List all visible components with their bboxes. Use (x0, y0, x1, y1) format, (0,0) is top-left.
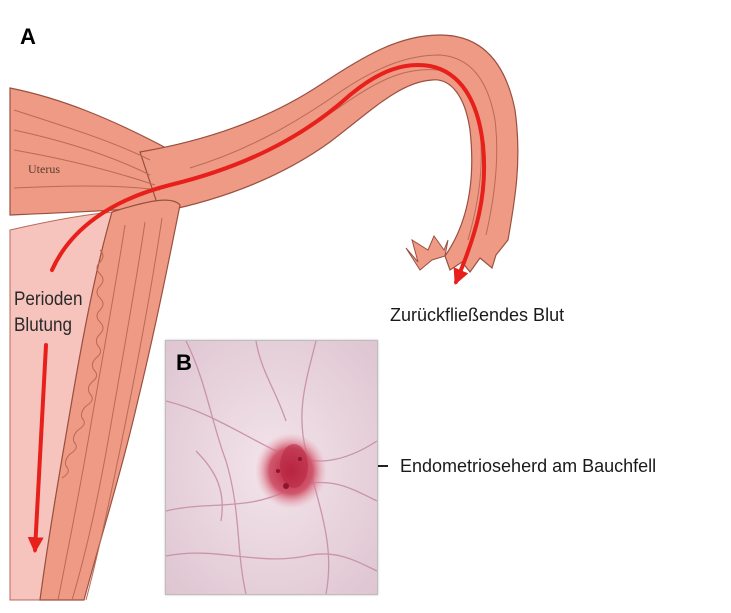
peritoneum-photo (165, 340, 378, 595)
period-label-line1: Perioden (14, 287, 82, 313)
panel-a-letter: A (20, 24, 36, 50)
panel-b-letter: B (176, 350, 192, 376)
reflux-blood-label: Zurückfließendes Blut (390, 305, 564, 326)
lesion-label: Endometrioseherd am Bauchfell (400, 456, 656, 477)
period-label-line2: Blutung (14, 313, 82, 339)
fallopian-tube (140, 35, 518, 272)
fimbriae (406, 236, 448, 270)
peritoneum-photo-art (166, 341, 377, 594)
period-bleeding-label: Perioden Blutung (14, 287, 82, 339)
uterus-label: Uterus (28, 162, 60, 177)
